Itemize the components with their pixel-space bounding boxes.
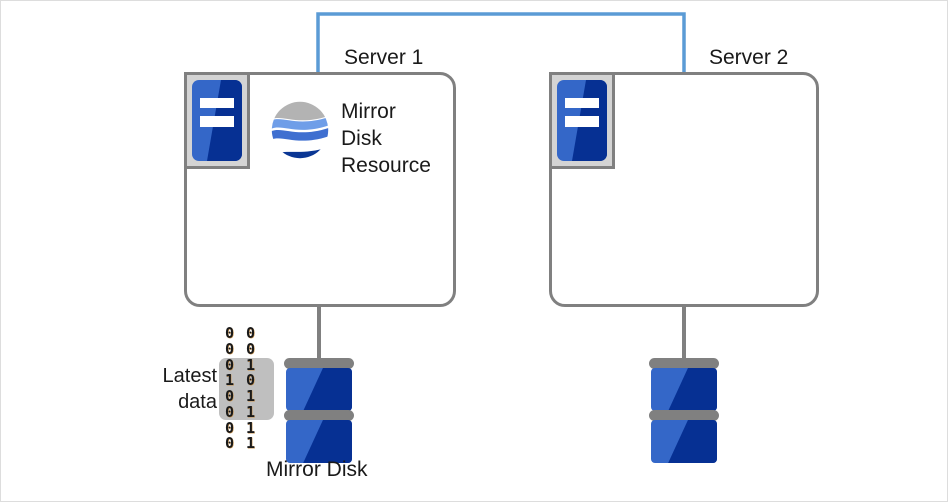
- server-1-label: Server 1: [344, 46, 424, 69]
- server-2-disk-connector: [682, 307, 686, 360]
- server-2-rack-icon: [549, 72, 615, 169]
- latest-data-line-1: Latest: [162, 365, 217, 387]
- server-1-rack-icon: [184, 72, 250, 169]
- server-2-disk-stack: [649, 358, 719, 464]
- latest-data-line-2: data: [178, 390, 217, 413]
- binary-row-4: 0 1 0 1: [225, 418, 257, 453]
- binary-row-1: 0 0 0 0: [225, 324, 257, 358]
- server-1-disk-connector: [317, 307, 321, 360]
- resource-label-line-1: Mirror: [341, 100, 396, 123]
- resource-label-line-2: Disk: [341, 126, 382, 150]
- server-1-disk-label: Mirror Disk: [266, 458, 368, 481]
- server-2-label: Server 2: [709, 46, 789, 69]
- binary-row-3: 0 1 0 1: [225, 387, 257, 421]
- resource-label-line-3: Resource: [341, 153, 431, 177]
- binary-data-chip: 0 0 0 0 0 1 1 0 0 1 0 1 0 1 0 1: [219, 325, 274, 451]
- mirror-disk-resource-globe-icon: [271, 101, 329, 159]
- server-1-disk-stack: [284, 358, 354, 464]
- latest-data-label: Latest data: [129, 364, 217, 415]
- binary-row-2: 0 1 1 0: [225, 355, 257, 390]
